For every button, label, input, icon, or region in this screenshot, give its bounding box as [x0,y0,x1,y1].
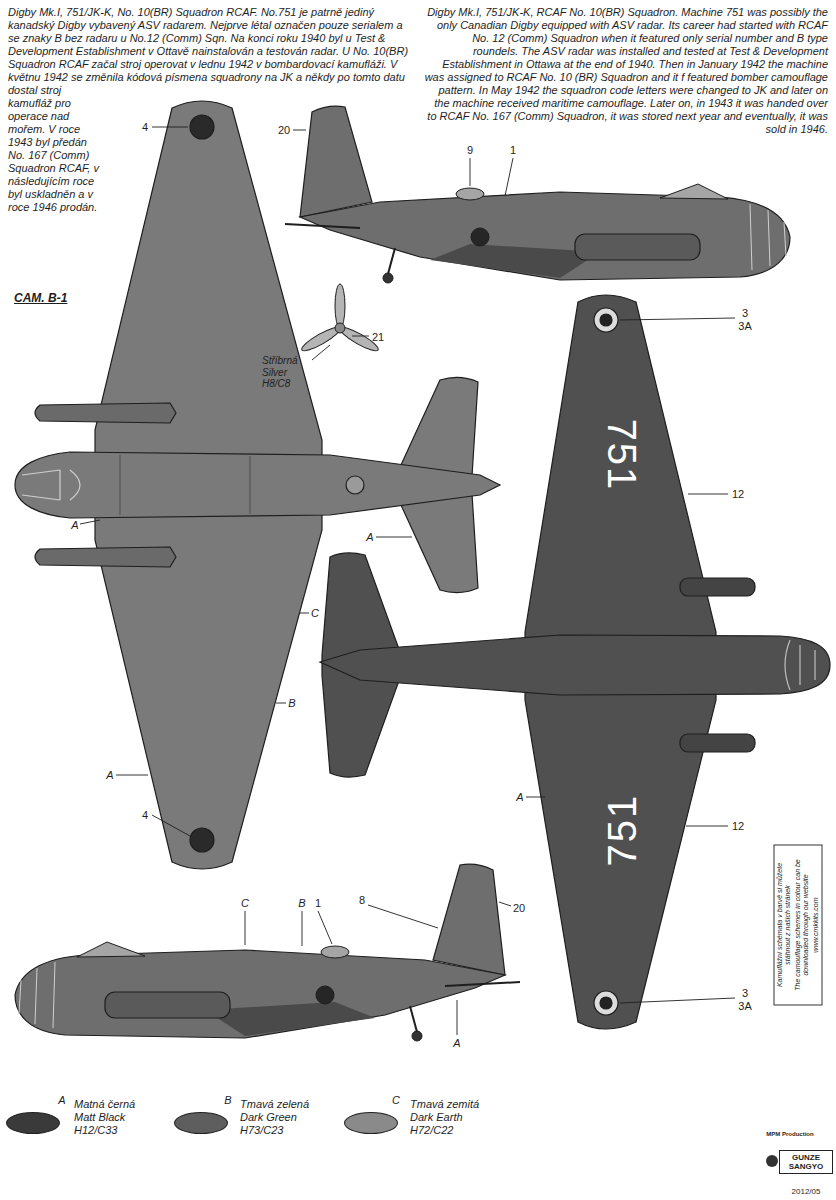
colour-letter: B [288,697,295,710]
underwing-serial: 751 [599,794,645,867]
legend-letter: B [224,1094,231,1107]
brand-text: GUNZE SANGYO [783,1153,829,1171]
propeller-colour-note: Stříbrná Silver H8/C8 [262,355,314,390]
colour-letter: C [241,897,249,910]
description-en: Digby Mk.I, 751/JK-K, RCAF No. 10(BR) Sq… [424,6,828,136]
download-note-en: The camouflage schemes in colour can be … [794,850,810,1000]
legend-letter: C [392,1094,400,1107]
callout-number: 12 [732,820,744,833]
colour-letter: C [311,607,319,620]
maker-logo: MPM Production [766,1131,813,1138]
callout-number: 4 [142,809,148,822]
print-date: 2012/05 [792,1187,821,1196]
colour-letter: A [366,531,373,544]
lower-view [320,295,830,1029]
gunze-emblem [766,1155,778,1167]
description-cz: Digby Mk.I, 751/JK-K, No. 10(BR) Squadro… [8,6,412,404]
legend-swatch [6,1112,60,1134]
callout-number: 9 [467,144,473,157]
callout-number: 1 [510,144,516,157]
callout-number: 21 [372,331,384,344]
underwing-serial: 751 [599,419,645,492]
scheme-code: CAM. B-1 [14,292,67,306]
note-panel-frame [774,845,822,1005]
callout-number: 3A [738,1000,751,1013]
callout-number: 20 [278,124,290,137]
leader-lines [80,127,735,1035]
brand-box: GUNZE SANGYO [779,1150,833,1174]
legend-swatch [344,1112,398,1134]
text-wrap-spacer [103,84,412,404]
colour-letter: A [516,791,523,804]
side-view-right [285,106,790,283]
callout-number: 3 [742,987,748,1000]
callout-number: 4 [142,121,148,134]
callout-number: 1 [315,897,321,910]
callout-number: 3 [742,307,748,320]
legend-text: Tmavá zelená Dark Green H73/C23 [240,1098,320,1137]
download-note-cz: Kamuflážní schémata v barvě si můžete st… [776,850,792,1000]
website-address: www.cmkkits.com [812,850,820,1000]
side-view-left [15,864,520,1041]
callout-number: 12 [732,488,744,501]
legend-text: Matná černá Matt Black H12/C33 [74,1098,154,1137]
colour-letter: B [298,897,305,910]
callout-number: 3A [738,320,751,333]
callout-number: 8 [359,894,365,907]
colour-letter: A [453,1037,460,1050]
colour-letter: A [71,519,78,532]
vertical-note-panel: Kamuflážní schémata v barvě si můžete st… [777,850,819,1000]
callout-number: 20 [513,902,525,915]
legend-letter: A [58,1094,65,1107]
propeller [299,284,380,354]
legend-swatch [174,1112,228,1134]
colour-letter: A [106,769,113,782]
legend-text: Tmavá zemitá Dark Earth H72/C22 [410,1098,490,1137]
